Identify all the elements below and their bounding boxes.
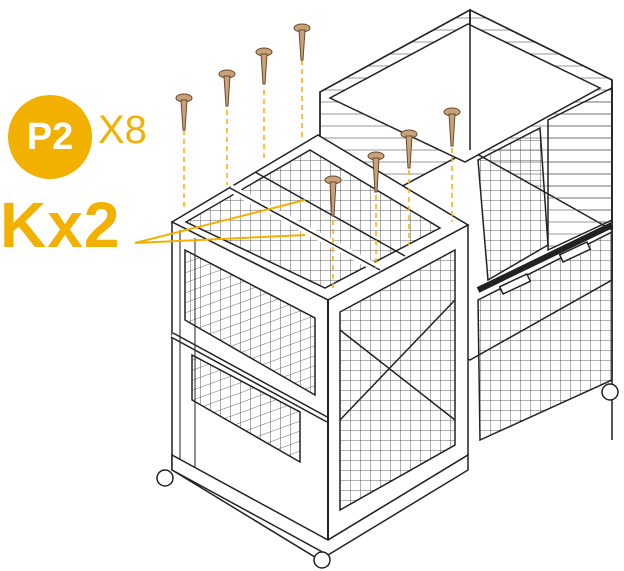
- screw-icon: [400, 129, 418, 169]
- part-badge: P2: [8, 95, 92, 179]
- screws: [175, 23, 461, 217]
- hutch-body: [156, 8, 619, 569]
- screw-icon: [175, 93, 193, 131]
- screw-icon: [443, 107, 461, 147]
- screw-icon: [255, 47, 273, 85]
- screw-guide-lines: [183, 60, 453, 292]
- screw-icon: [293, 23, 311, 61]
- screw-icon: [218, 69, 236, 107]
- part-badge-label: P2: [26, 115, 74, 158]
- callout-lines: [134, 199, 306, 244]
- screw-icon: [324, 175, 342, 217]
- screw-icon: [367, 151, 385, 193]
- callout-label: Kx2: [0, 189, 121, 261]
- part-quantity: X8: [98, 108, 147, 152]
